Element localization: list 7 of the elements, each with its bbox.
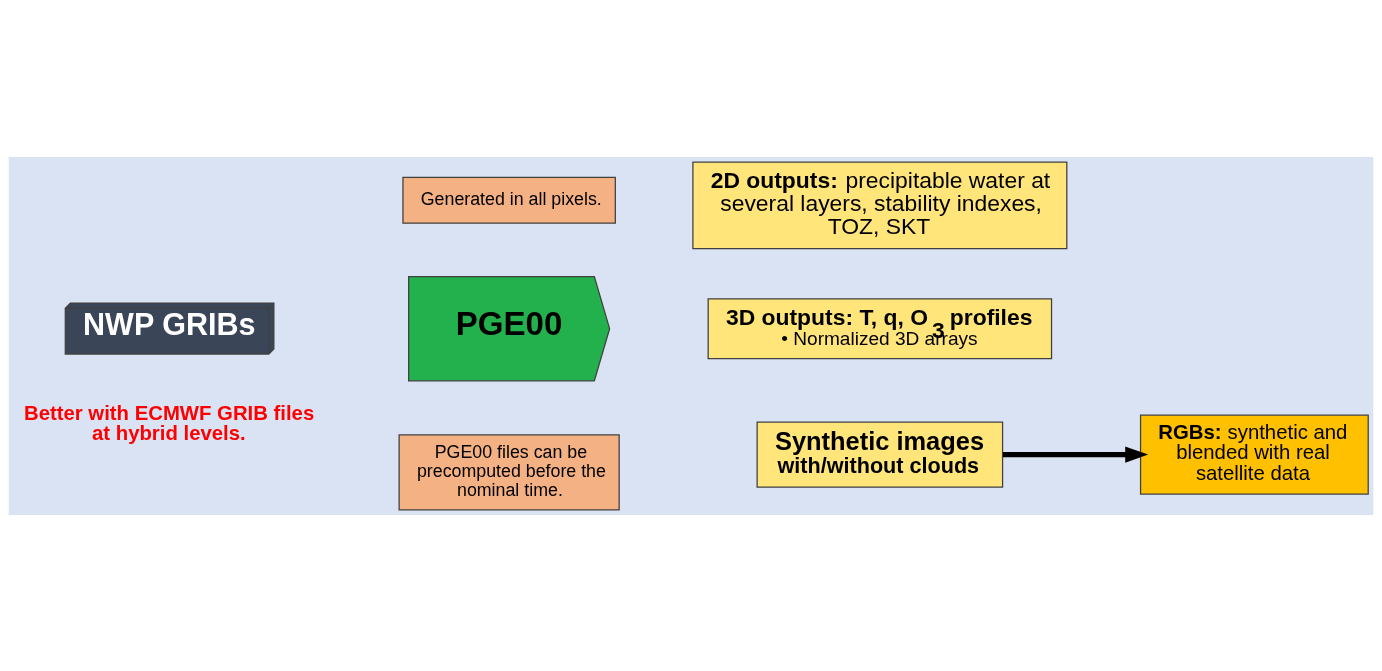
node-box: RGBs: synthetic and blended with real satellite data: [1139, 414, 1369, 495]
node-box: Generated in all pixels.: [402, 176, 616, 224]
node-box: 2D outputs: precipitable water at several layers, stability indexes, TOZ, SKT: [692, 160, 1068, 249]
arrow: [1002, 446, 1149, 463]
node-box: PGE00 files can be precomputed before the nominal time.: [398, 433, 620, 511]
label: Better with ECMWF GRIB files at hybrid levels.: [23, 401, 315, 444]
node-box: Synthetic images with/without clouds: [756, 421, 1004, 488]
